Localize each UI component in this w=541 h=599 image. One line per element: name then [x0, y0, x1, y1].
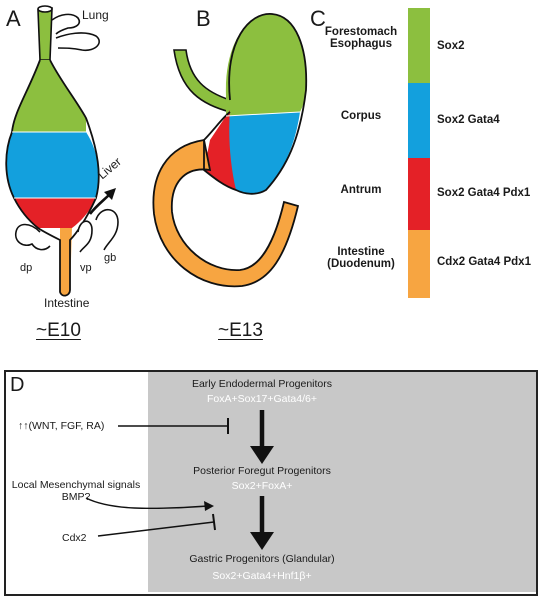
down-arrow-1 [250, 446, 274, 464]
label-lung: Lung [82, 8, 109, 22]
region-label-antrum: Antrum [340, 184, 382, 196]
lung-bud-upper [51, 13, 81, 35]
step1-title: Early Endodermal Progenitors [191, 378, 333, 390]
dorsal-pancreas-bud [14, 223, 51, 251]
panel-a-letter: A [6, 6, 21, 31]
region-label-intestine: Intestine (Duodenum) [327, 246, 395, 270]
panel-d-grey-area [148, 372, 536, 592]
inhibitor-wnt-fgf-ra: ↑↑(WNT, FGF, RA) [18, 420, 105, 432]
esophagus-tube [37, 7, 53, 61]
esophagus-tube-b [173, 49, 231, 114]
corpus-region-b [226, 112, 300, 194]
color-bar-forestomach [408, 8, 430, 83]
panel-d-arrows [85, 410, 274, 550]
panel-a-diagram [5, 5, 119, 297]
stage-e10: ~E10 [36, 320, 81, 341]
panel-c-letter: C [310, 6, 326, 31]
intestine-region [60, 228, 72, 296]
stage-e13: ~E13 [218, 320, 263, 341]
step2-markers: Sox2+FoxA+ [231, 480, 293, 492]
label-gb: gb [104, 252, 117, 264]
label-intestine: Intestine [44, 296, 90, 310]
step1-markers: FoxA+Sox17+Gata4/6+ [206, 393, 318, 405]
antrum-region [14, 198, 96, 228]
region-label-forestomach: Forestomach Esophagus [324, 26, 398, 50]
lung-bud-lower [55, 32, 100, 52]
label-vp: vp [80, 262, 92, 274]
markers-forestomach: Sox2 [437, 40, 465, 52]
step2-title: Posterior Foregut Progenitors [193, 465, 331, 477]
color-bar-antrum [408, 158, 430, 230]
signal-curve-arrow [85, 497, 209, 510]
panel-d-letter: D [10, 374, 25, 396]
forestomach-region [12, 60, 86, 132]
markers-intestine: Cdx2 Gata4 Pdx1 [437, 256, 531, 268]
corpus-region [6, 132, 99, 198]
markers-antrum: Sox2 Gata4 Pdx1 [437, 187, 531, 199]
panel-b-letter: B [196, 6, 211, 31]
inhibitor-bar-2 [212, 513, 216, 531]
markers-corpus: Sox2 Gata4 [437, 114, 500, 126]
color-bar-intestine [408, 230, 430, 298]
inhibitor-line-2 [97, 521, 215, 537]
region-label-corpus: Corpus [340, 110, 382, 122]
down-arrow-2 [250, 532, 274, 550]
panel-b-diagram [152, 13, 308, 288]
inhibitor-cdx2: Cdx2 [62, 532, 87, 544]
ventral-pancreas-bud [77, 220, 93, 253]
step3-title: Gastric Progenitors (Glandular) [189, 553, 335, 565]
step3-markers: Sox2+Gata4+Hnf1β+ [212, 570, 312, 582]
label-dp: dp [20, 262, 33, 274]
antrum-region-b [204, 110, 236, 190]
mesenchymal-signal: Local Mesenchymal signals BMP? [11, 479, 141, 503]
gallbladder-bud [95, 208, 119, 251]
duodenum-loop-b [152, 138, 300, 288]
forestomach-region-b [225, 13, 307, 116]
color-bar-corpus [408, 83, 430, 158]
